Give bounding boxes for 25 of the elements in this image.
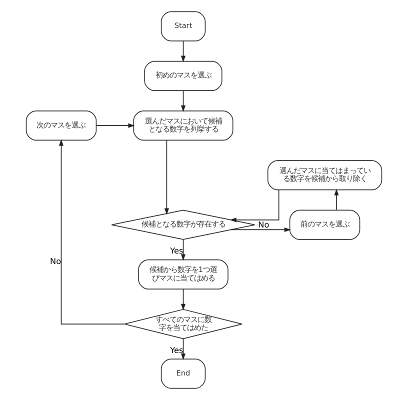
node-box: 選んだマスにおいて候補となる数字を列挙する — [133, 110, 234, 141]
arrow — [334, 188, 339, 210]
arrow — [164, 140, 169, 215]
node-box: 初めのマスを選ぶ — [144, 60, 222, 91]
edge-label: No — [50, 256, 62, 266]
node-box: 候補から数字を1つ選びマスに当てはめる — [138, 259, 228, 290]
node-diamond: 候補となる数字が存在する — [111, 210, 256, 240]
node-box: 前のマスを選ぶ — [289, 210, 360, 240]
arrow — [180, 40, 186, 62]
arrow — [180, 288, 186, 310]
node-box: Start — [160, 11, 206, 42]
arrow — [230, 227, 291, 232]
edge-label: Yes — [170, 246, 184, 256]
node-box: 選んだマスに当てはまっている数字を候補から取り除く — [267, 160, 382, 190]
node-diamond: すべてのマスに数字を当てはめた — [124, 309, 242, 340]
arrow — [180, 239, 186, 261]
node-box: End — [160, 358, 206, 389]
arrow — [96, 123, 135, 128]
node-box: 次のマスを選ぶ — [26, 110, 97, 141]
edge-label: No — [258, 219, 270, 230]
edge-label: Yes — [170, 344, 184, 355]
arrow — [180, 90, 186, 112]
arrow — [230, 189, 280, 222]
arrow — [180, 338, 186, 360]
arrow — [58, 139, 125, 324]
